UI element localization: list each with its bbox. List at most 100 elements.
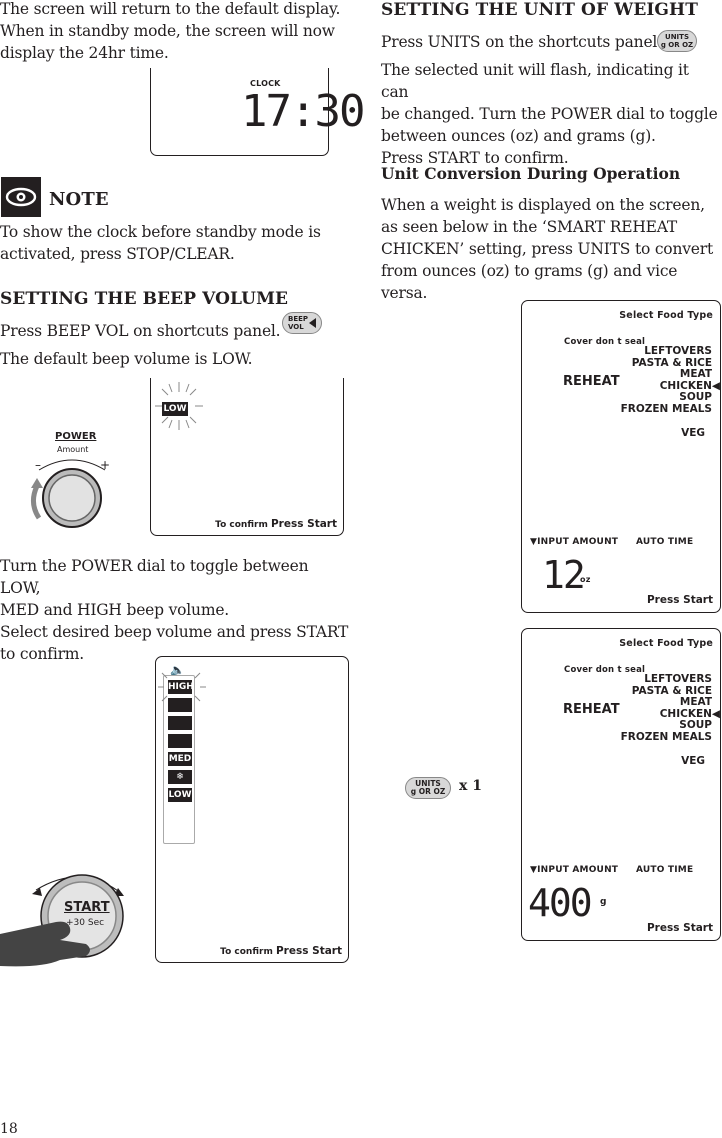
mode-label: REHEAT bbox=[563, 374, 620, 389]
clock-label: CLOCK bbox=[250, 79, 281, 88]
clock-display: CLOCK 17:30 bbox=[150, 68, 365, 156]
press-start-label: Press Start bbox=[646, 594, 713, 606]
weight-unit: g bbox=[600, 897, 607, 907]
conversion-text: When a weight is displayed on the screen… bbox=[381, 194, 719, 304]
confirm-small: To confirm bbox=[215, 520, 268, 530]
units-button-line: g OR OZ bbox=[410, 787, 446, 796]
note-title: NOTE bbox=[49, 189, 109, 210]
food-item: LEFTOVERS bbox=[644, 673, 712, 685]
food-item: SOUP bbox=[679, 719, 712, 731]
reheat-display-g: Select Food Type Cover don t seal REHEAT… bbox=[521, 628, 721, 941]
triangle-down-icon: ▼ bbox=[530, 537, 538, 547]
start-sublabel: +30 Sec bbox=[66, 918, 105, 928]
volume-segment bbox=[168, 734, 192, 748]
speaker-icon: 🔈 bbox=[170, 663, 185, 677]
press-start-label: Press Start bbox=[646, 922, 713, 934]
beep-vol-button[interactable]: BEEP VOL bbox=[282, 312, 322, 334]
volume-level-high: HIGH bbox=[168, 680, 194, 694]
start-button-illustration bbox=[0, 874, 124, 967]
flash-icon bbox=[155, 382, 203, 430]
confirm-small: To confirm bbox=[220, 947, 273, 957]
intro-paragraph: The screen will return to the default di… bbox=[0, 0, 350, 64]
food-item: MEAT bbox=[679, 696, 712, 708]
auto-time-label: AUTO TIME bbox=[636, 865, 694, 875]
units-instruction: Press UNITS on the shortcuts panel. bbox=[381, 33, 662, 51]
units-line: The selected unit will flash, indicating… bbox=[381, 61, 689, 101]
weight-value: 12 bbox=[542, 553, 586, 597]
note-line: activated, press STOP/CLEAR. bbox=[0, 245, 235, 263]
power-dial[interactable] bbox=[25, 448, 120, 548]
food-item: PASTA & RICE bbox=[631, 684, 712, 697]
food-item-selected: CHICKEN◀ bbox=[621, 379, 720, 393]
input-amount-label: ▼INPUT AMOUNT bbox=[530, 537, 618, 547]
select-food-label: Select Food Type bbox=[619, 638, 713, 649]
food-item-label: CHICKEN bbox=[659, 379, 712, 392]
dial-minus: – bbox=[35, 458, 41, 472]
confirm-text: To confirm Press Start bbox=[220, 945, 342, 957]
auto-time-label: AUTO TIME bbox=[636, 537, 694, 547]
turn-line: Select desired beep volume and press STA… bbox=[0, 623, 349, 641]
units-line: between ounces (oz) and grams (g). bbox=[381, 127, 656, 145]
units-button-line: UNITS bbox=[665, 33, 689, 41]
triangle-left-icon bbox=[309, 318, 316, 328]
intro-line: display the 24hr time. bbox=[0, 44, 169, 62]
cover-label: Cover don t seal bbox=[564, 665, 646, 675]
conversion-subheading: Unit Conversion During Operation bbox=[381, 164, 681, 183]
volume-level-low: LOW bbox=[168, 788, 192, 802]
weight-unit: oz bbox=[580, 575, 591, 584]
units-text: The selected unit will flash, indicating… bbox=[381, 59, 719, 169]
dial-label: POWER bbox=[55, 431, 97, 442]
food-item: LEFTOVERS bbox=[644, 345, 712, 357]
food-item: SOUP bbox=[679, 391, 712, 403]
beep-button-line: BEEP bbox=[288, 315, 309, 323]
turn-instruction: Turn the POWER dial to toggle between LO… bbox=[0, 555, 350, 665]
food-item-label: CHICKEN bbox=[659, 707, 712, 720]
beep-instruction: Press BEEP VOL on shortcuts panel. bbox=[0, 322, 281, 340]
confirm-text: To confirm Press Start bbox=[215, 518, 337, 530]
page-number: 18 bbox=[0, 1121, 18, 1137]
intro-line: The screen will return to the default di… bbox=[0, 0, 341, 18]
food-list: LEFTOVERS PASTA & RICE MEAT CHICKEN◀ SOU… bbox=[621, 673, 720, 743]
units-button-line: UNITS bbox=[415, 779, 441, 788]
units-button[interactable]: UNITS g OR OZ bbox=[657, 30, 697, 52]
food-item: FROZEN MEALS bbox=[620, 402, 712, 415]
confirm-big: Press Start bbox=[275, 945, 342, 957]
confirm-big: Press Start bbox=[270, 518, 337, 530]
reheat-display-oz: Select Food Type Cover don t seal REHEAT… bbox=[521, 300, 721, 613]
conversion-line: as seen below in the ‘SMART REHEAT bbox=[381, 218, 678, 236]
eye-icon bbox=[1, 177, 41, 217]
beep-button-line: VOL bbox=[288, 323, 304, 331]
veg-label: VEG bbox=[681, 427, 705, 439]
turn-line: MED and HIGH beep volume. bbox=[0, 601, 230, 619]
input-amount-text: INPUT AMOUNT bbox=[537, 865, 619, 875]
food-item: MEAT bbox=[679, 368, 712, 380]
volume-segment bbox=[168, 716, 192, 730]
mode-label: REHEAT bbox=[563, 702, 620, 717]
dial-plus: + bbox=[100, 458, 111, 472]
volume-segment bbox=[168, 698, 192, 712]
beep-default-text: The default beep volume is LOW. bbox=[0, 350, 253, 368]
dial-sublabel: Amount bbox=[57, 445, 89, 454]
select-food-label: Select Food Type bbox=[619, 310, 713, 321]
units-button-line: g OR OZ bbox=[660, 41, 694, 49]
turn-line: to confirm. bbox=[0, 645, 85, 663]
units-button[interactable]: UNITS g OR OZ bbox=[405, 777, 451, 799]
snowflake-icon: ❄ bbox=[168, 770, 192, 784]
clock-time: 17:30 bbox=[241, 86, 365, 137]
beep-display: LOW To confirm Press Start bbox=[150, 378, 344, 536]
triangle-down-icon: ▼ bbox=[530, 865, 538, 875]
start-button[interactable]: START bbox=[64, 900, 110, 915]
note-text: To show the clock before standby mode is… bbox=[0, 221, 350, 265]
units-line: be changed. Turn the POWER dial to toggl… bbox=[381, 105, 718, 123]
units-heading: SETTING THE UNIT OF WEIGHT bbox=[381, 0, 698, 20]
cover-label: Cover don t seal bbox=[564, 337, 646, 347]
conversion-line: from ounces (oz) to grams (g) and vice v… bbox=[381, 262, 678, 302]
beep-level-indicator: LOW bbox=[162, 402, 188, 416]
beep-level-display: 🔈 HIGH MED ❄ LOW To confirm Press Start bbox=[155, 656, 349, 963]
triangle-left-icon: ◀ bbox=[711, 707, 720, 720]
beep-heading: SETTING THE BEEP VOLUME bbox=[0, 289, 289, 309]
flash-icon bbox=[158, 672, 206, 702]
volume-level-med: MED bbox=[168, 752, 192, 766]
triangle-left-icon: ◀ bbox=[711, 379, 720, 392]
input-amount-text: INPUT AMOUNT bbox=[537, 537, 619, 547]
